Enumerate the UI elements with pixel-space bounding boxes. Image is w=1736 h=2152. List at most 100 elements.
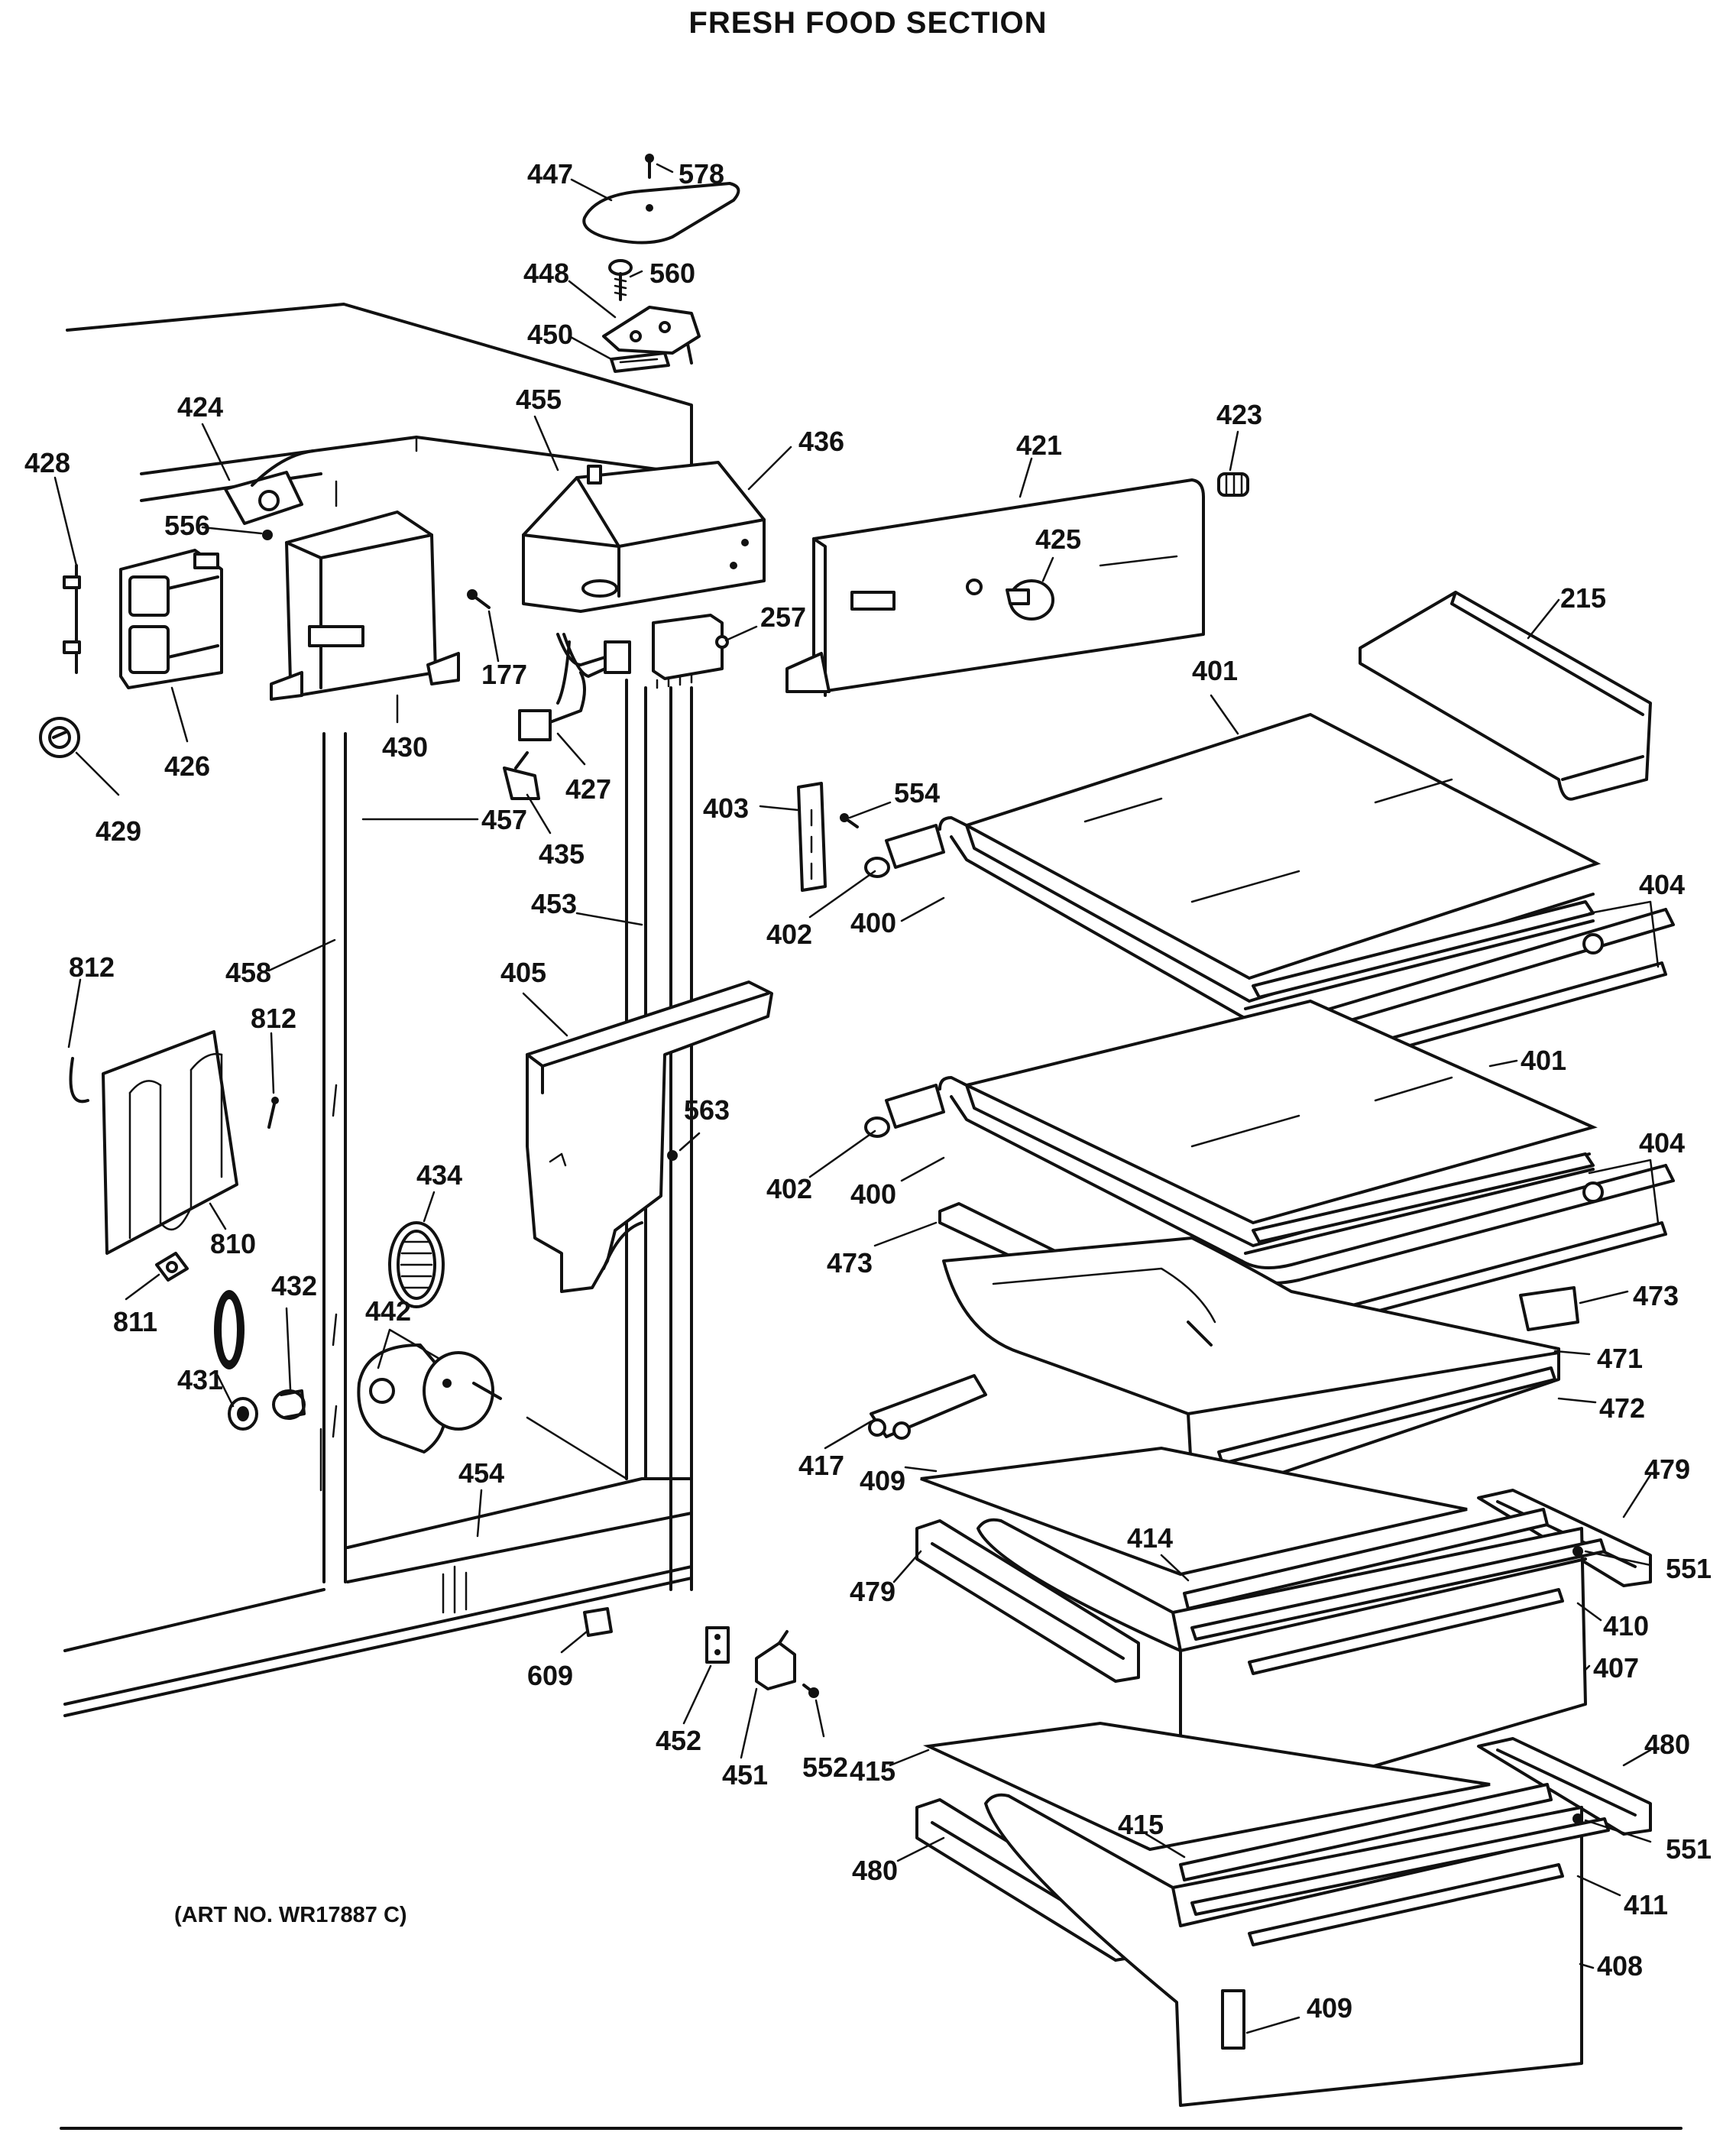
- part-450-shim: [610, 352, 670, 373]
- callout-401-b: 401: [1521, 1045, 1566, 1076]
- callout-473-a: 473: [827, 1247, 873, 1279]
- part-432-bushing: [272, 1389, 306, 1420]
- callout-556: 556: [164, 510, 210, 541]
- part-448-hinge: [602, 306, 701, 365]
- part-429-light-bulb: [39, 717, 80, 758]
- part-215-dairy-bin: [1359, 591, 1652, 801]
- callout-473-b: 473: [1633, 1280, 1679, 1311]
- part-471-crisper-pan: [942, 1236, 1560, 1496]
- callout-404-b: 404: [1639, 1127, 1685, 1159]
- callout-409-b: 409: [1307, 1992, 1352, 2024]
- callout-423: 423: [1216, 399, 1262, 430]
- callout-810: 810: [210, 1228, 256, 1259]
- part-403-shelf-ladder: [797, 782, 827, 892]
- callout-410: 410: [1603, 1610, 1649, 1642]
- callout-554: 554: [894, 777, 940, 809]
- callout-402-a: 402: [766, 919, 812, 950]
- callout-424: 424: [177, 391, 223, 423]
- part-447-hinge-cover: [582, 182, 740, 245]
- part-430-control-cover: [270, 510, 460, 701]
- callout-257: 257: [760, 601, 806, 633]
- callout-551-a: 551: [1666, 1553, 1712, 1584]
- part-442-fan-motor: [357, 1343, 502, 1454]
- section-title: FRESH FOOD SECTION: [688, 6, 1048, 40]
- part-427-wire-harness: [518, 633, 631, 741]
- callout-401-a: 401: [1192, 655, 1238, 686]
- callout-455: 455: [516, 384, 562, 415]
- callout-447: 447: [527, 158, 573, 190]
- callout-552: 552: [802, 1752, 848, 1783]
- part-810-heater: [69, 1030, 238, 1255]
- callout-812-b: 812: [251, 1003, 296, 1034]
- callout-402-b: 402: [766, 1173, 812, 1204]
- callout-400-b: 400: [850, 1178, 896, 1210]
- callout-428: 428: [24, 447, 70, 478]
- callout-400-a: 400: [850, 907, 896, 938]
- art-number: (ART NO. WR17887 C): [174, 1903, 407, 1927]
- callout-479-a: 479: [1644, 1454, 1690, 1485]
- callout-431: 431: [177, 1364, 223, 1395]
- callout-471: 471: [1597, 1343, 1643, 1374]
- part-452-shim: [705, 1626, 730, 1664]
- cabinet-liner: [63, 303, 693, 1717]
- part-563-screw: [667, 1150, 678, 1161]
- leader-lines: [53, 163, 1660, 2034]
- part-551-screw-lower: [1572, 1813, 1583, 1824]
- callout-479-b: 479: [850, 1576, 896, 1607]
- callout-414: 414: [1127, 1522, 1173, 1554]
- callout-450: 450: [527, 319, 573, 350]
- callout-411: 411: [1624, 1889, 1668, 1920]
- callout-408: 408: [1597, 1950, 1643, 1982]
- part-417-track: [868, 1374, 987, 1440]
- callout-452: 452: [656, 1725, 701, 1756]
- callout-451: 451: [722, 1759, 768, 1791]
- callout-563: 563: [684, 1094, 730, 1126]
- callout-426: 426: [164, 750, 210, 782]
- callout-811: 811: [113, 1306, 157, 1337]
- part-425-control-knob: [1006, 579, 1054, 621]
- callout-407: 407: [1593, 1652, 1639, 1684]
- callout-435: 435: [539, 838, 585, 870]
- callout-812-a: 812: [69, 951, 115, 983]
- callout-429: 429: [96, 815, 141, 847]
- callout-436: 436: [798, 426, 844, 457]
- part-423-light-socket: [1217, 472, 1249, 497]
- part-811-clip: [155, 1252, 189, 1282]
- part-408-drawer-lower: [984, 1783, 1610, 2107]
- callout-425: 425: [1035, 523, 1081, 555]
- part-554-screw: [840, 813, 859, 828]
- part-401-glass-shelf-lower: [962, 999, 1598, 1225]
- part-556-screw: [262, 530, 273, 540]
- part-552-screw: [802, 1684, 819, 1698]
- callout-409-a: 409: [860, 1465, 905, 1496]
- part-402-support-lower: [864, 1084, 945, 1138]
- callout-labels: 447 578 448 560 450 455 436 421 423 425 …: [24, 158, 1712, 2024]
- callout-560: 560: [649, 258, 695, 289]
- callout-415-a: 415: [850, 1755, 896, 1787]
- callout-551-b: 551: [1666, 1833, 1712, 1865]
- part-405-bracket: [526, 980, 773, 1293]
- callout-434: 434: [416, 1159, 462, 1191]
- part-560-bolt: [608, 259, 633, 301]
- callout-448: 448: [523, 258, 569, 289]
- part-431-gasket: [214, 1290, 245, 1369]
- part-451-hinge-bracket: [755, 1630, 796, 1690]
- callout-421: 421: [1016, 429, 1062, 461]
- part-428-bracket: [63, 564, 81, 674]
- part-812-screw: [267, 1097, 279, 1129]
- part-434-diffuser: [388, 1221, 445, 1308]
- callout-405: 405: [500, 957, 546, 988]
- part-409-glass-cover-upper: [920, 1446, 1468, 1577]
- callout-417: 417: [798, 1450, 844, 1481]
- part-257-defrost-timer: [652, 614, 729, 689]
- part-578-screw: [645, 154, 654, 179]
- part-435-light-switch: [503, 751, 540, 800]
- part-551-screw-upper: [1572, 1546, 1583, 1557]
- callout-404-a: 404: [1639, 869, 1685, 900]
- callout-430: 430: [382, 731, 428, 763]
- callout-480-b: 480: [852, 1855, 898, 1886]
- part-404-trim-lower: [1244, 1152, 1667, 1327]
- callout-458: 458: [225, 957, 271, 988]
- callout-432: 432: [271, 1270, 317, 1301]
